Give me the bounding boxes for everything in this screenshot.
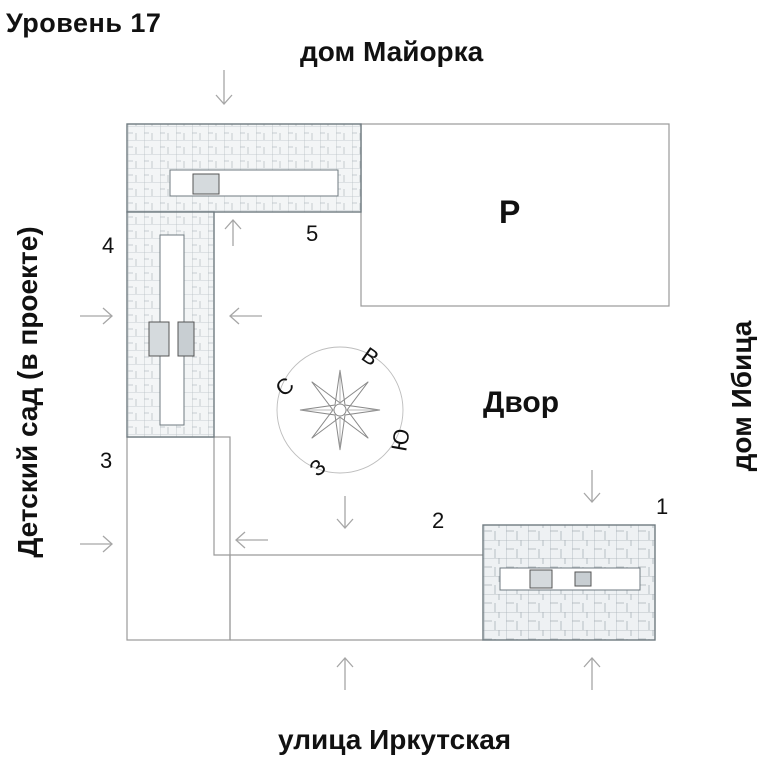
section-number-1: 1	[656, 494, 669, 519]
stair-core	[529, 569, 553, 589]
arrow-icon	[80, 535, 113, 553]
yard-label: Двор	[483, 386, 560, 419]
neighbor-house-east-label: дом Ибица	[726, 320, 757, 472]
arrow-icon	[215, 70, 233, 105]
arrow-icon	[229, 307, 262, 325]
stair-core	[148, 321, 170, 357]
kindergarten-west-label: Детский сад (в проекте)	[12, 226, 43, 558]
section-number-4: 4	[102, 233, 115, 258]
arrow-icon	[336, 657, 354, 690]
entry-arrows	[80, 70, 601, 690]
arrow-icon	[80, 307, 113, 325]
corridor	[499, 567, 641, 591]
parking-area	[360, 123, 670, 307]
elevator-core	[177, 321, 195, 357]
neighbor-house-north-label: дом Майорка	[300, 36, 484, 67]
arrow-icon	[224, 219, 242, 246]
elevator-core	[574, 571, 592, 587]
section-number-5: 5	[306, 221, 319, 246]
arrow-icon	[235, 531, 268, 549]
building-north-west	[126, 123, 362, 438]
arrow-icon	[583, 470, 601, 503]
arrow-icon	[583, 657, 601, 690]
stair-core	[192, 173, 220, 195]
parking-label: P	[499, 194, 521, 230]
section-number-3: 3	[100, 448, 113, 473]
building-south-east	[482, 524, 656, 641]
section-number-2: 2	[432, 508, 445, 533]
building-wing-north	[126, 123, 362, 213]
level-title: Уровень 17	[6, 8, 162, 38]
yard-boundary	[213, 437, 483, 556]
arrow-icon	[336, 496, 354, 529]
compass-rose-icon	[276, 346, 404, 474]
compass-south-label: Ю	[386, 426, 415, 454]
street-south-label: улица Иркутская	[278, 724, 512, 755]
